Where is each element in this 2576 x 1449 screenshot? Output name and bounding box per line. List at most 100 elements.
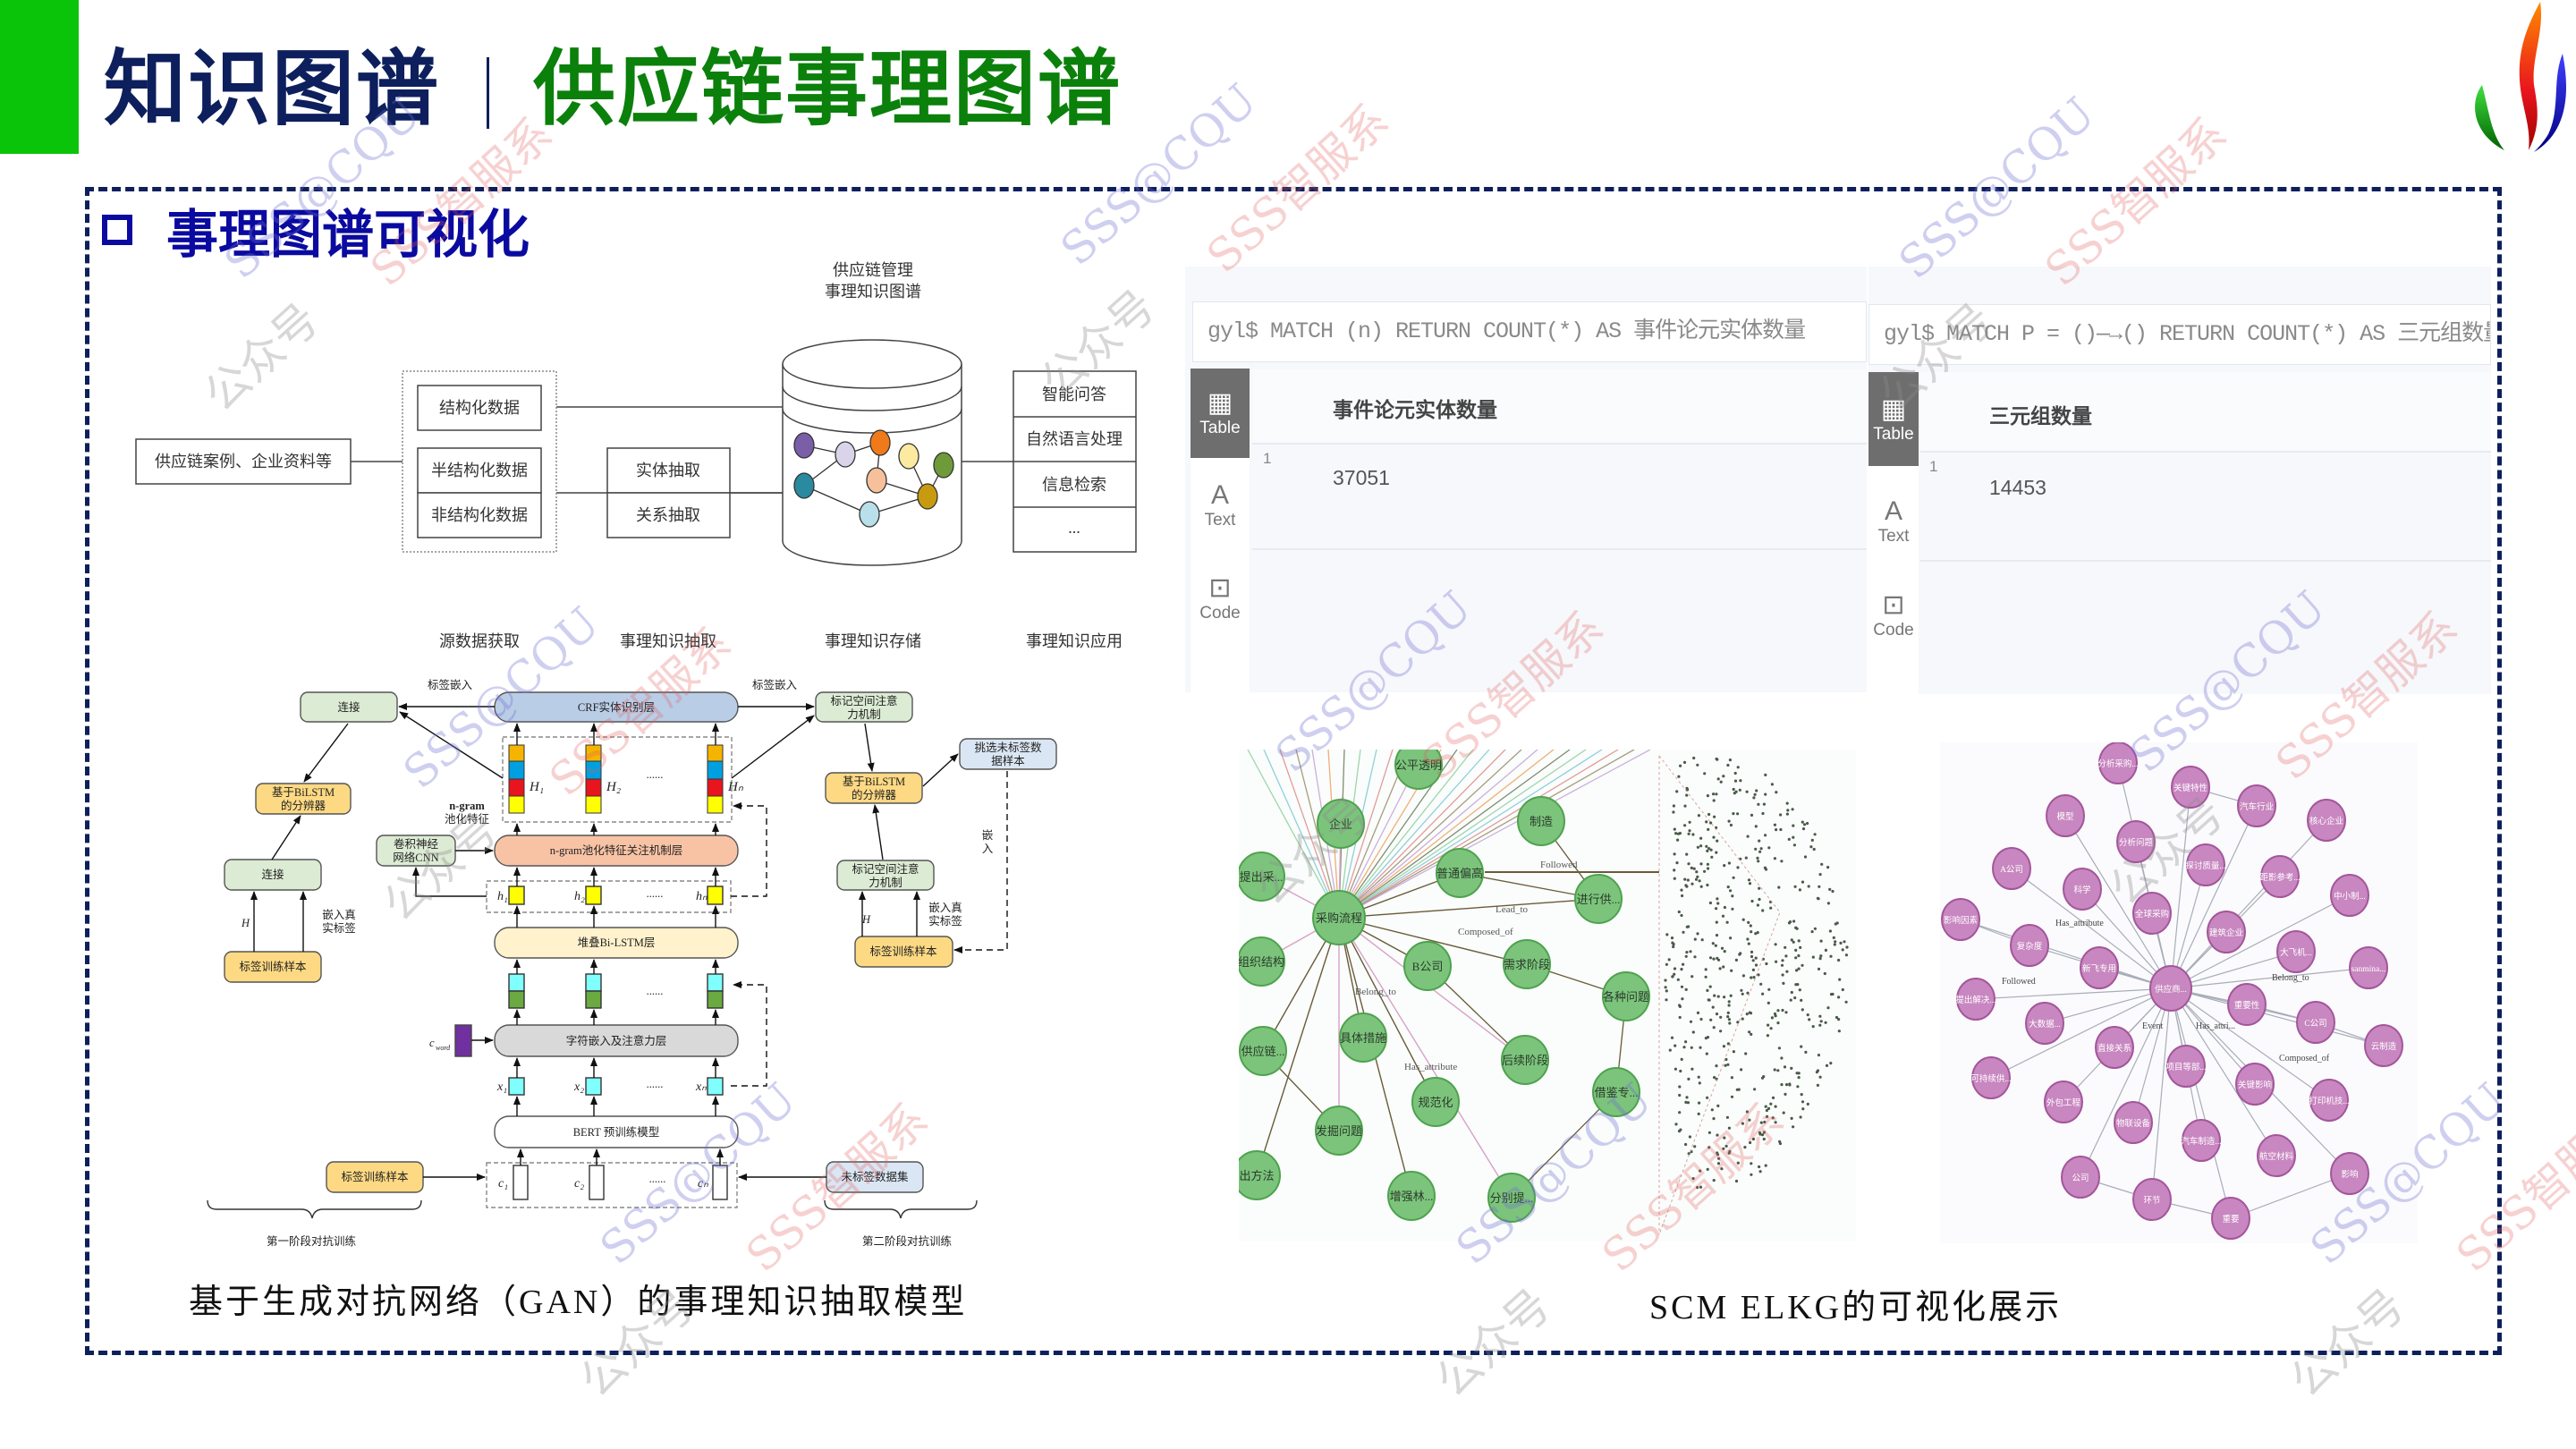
graph-dot bbox=[1705, 820, 1708, 824]
graph-dot bbox=[1677, 775, 1681, 778]
embed-true-label: 嵌入真 bbox=[928, 902, 962, 914]
graph-dot bbox=[1679, 764, 1682, 767]
graph-node: 探讨质量... bbox=[2185, 843, 2226, 886]
graph-dot bbox=[1748, 1118, 1751, 1122]
graph-dot bbox=[1678, 1015, 1682, 1020]
graph-dot bbox=[1765, 1114, 1769, 1118]
hidden-state-segment bbox=[508, 744, 525, 762]
graph-dot bbox=[1816, 1083, 1819, 1087]
c-input-box bbox=[589, 1165, 605, 1200]
graph-dot bbox=[1687, 1077, 1690, 1080]
graph-dot bbox=[1674, 832, 1678, 835]
embed-true-label: 实标签 bbox=[928, 914, 962, 928]
graph-dot bbox=[1703, 869, 1707, 873]
graph-dot bbox=[1774, 943, 1777, 946]
graph-dot bbox=[1747, 920, 1750, 924]
graph-dot bbox=[1771, 1116, 1775, 1120]
graph-dot bbox=[1800, 998, 1803, 1002]
graph-node: 公平透明 bbox=[1394, 750, 1443, 790]
column-header: 三元组数量 bbox=[1989, 405, 2092, 428]
graph-dot bbox=[1780, 1083, 1784, 1087]
graph-dot bbox=[1784, 945, 1787, 949]
edge-label: Composed_of bbox=[2279, 1054, 2330, 1063]
h-vector bbox=[508, 886, 525, 905]
graph-dot bbox=[1684, 1040, 1688, 1044]
graph-dot bbox=[1773, 823, 1776, 826]
h-vector bbox=[585, 886, 602, 905]
H-column-label: Hₙ bbox=[727, 780, 744, 794]
x-vector bbox=[585, 1077, 602, 1096]
graph-dot bbox=[1758, 850, 1762, 853]
node-circle bbox=[2166, 1045, 2206, 1088]
edge-label: Composed_of bbox=[1458, 927, 1513, 937]
tab-label: Table bbox=[1873, 424, 1914, 444]
query-input[interactable]: gyl$ MATCH P = ()—→() RETURN COUNT(*) AS… bbox=[1868, 304, 2491, 365]
graph-dot bbox=[1676, 838, 1680, 842]
graph-edge bbox=[2170, 951, 2297, 989]
graph-edge bbox=[2230, 1173, 2351, 1219]
bullet-square-icon bbox=[102, 215, 132, 245]
query-input[interactable]: gyl$ MATCH (n) RETURN COUNT(*) AS 事件论元实体… bbox=[1192, 301, 1867, 362]
graph-dot bbox=[1734, 958, 1738, 962]
graph-dot bbox=[1709, 821, 1713, 825]
graph-dot bbox=[1686, 878, 1690, 882]
graph-edge bbox=[2011, 868, 2172, 989]
tab-code[interactable]: ⊡Code bbox=[1868, 584, 1919, 647]
graph-dot bbox=[1708, 985, 1712, 988]
input-char-group bbox=[486, 1162, 738, 1208]
graph-edge bbox=[2170, 987, 2277, 1157]
graph-dot bbox=[1675, 861, 1679, 865]
graph-dot bbox=[1770, 783, 1774, 786]
application-label: 智能问答 bbox=[1042, 386, 1106, 403]
graph-dot bbox=[1685, 793, 1689, 797]
graph-dot bbox=[1706, 867, 1710, 870]
graph-edge bbox=[2080, 987, 2172, 1178]
graph-dot bbox=[1712, 1117, 1716, 1121]
node-label: 距影参考... bbox=[2259, 872, 2300, 883]
graph-edge bbox=[1247, 750, 1340, 919]
graph-dot bbox=[1710, 855, 1714, 859]
node-label: 科学 bbox=[2073, 885, 2090, 895]
hidden-state-segment bbox=[707, 778, 724, 797]
tab-table[interactable]: ▦Table bbox=[1191, 369, 1250, 458]
graph-dot bbox=[1776, 1009, 1780, 1013]
node-label: 进行供... bbox=[1577, 893, 1621, 906]
graph-dot bbox=[1741, 974, 1745, 978]
graph-dot bbox=[1818, 1075, 1822, 1079]
graph-edge bbox=[1990, 987, 2172, 1079]
graph-dot bbox=[1706, 1167, 1709, 1171]
node-label: 打印机技... bbox=[2309, 1096, 2349, 1106]
node-circle bbox=[2063, 868, 2102, 911]
graph-dot bbox=[1750, 1032, 1753, 1036]
graph-dot bbox=[1744, 856, 1748, 860]
graph-dot bbox=[1722, 1045, 1725, 1048]
graph-dot bbox=[1794, 983, 1798, 987]
tab-code[interactable]: ⊡Code bbox=[1191, 567, 1250, 630]
graph-dot bbox=[1749, 924, 1752, 928]
graph-dot bbox=[1764, 773, 1767, 777]
box-label: 连接 bbox=[337, 700, 360, 714]
graph-dot bbox=[1707, 847, 1711, 851]
node-circle bbox=[1394, 750, 1443, 790]
graph-node: 全球采购 bbox=[2132, 892, 2172, 935]
node-circle bbox=[2296, 1001, 2335, 1044]
graph-dot bbox=[1754, 932, 1758, 936]
graph-dot bbox=[1718, 967, 1722, 970]
crf-layer: CRF实体识别层 bbox=[494, 691, 739, 723]
node-circle bbox=[2182, 1119, 2221, 1162]
left-figure-caption: 基于生成对抗网络（GAN）的事理知识抽取模型 bbox=[189, 1284, 968, 1321]
tab-table[interactable]: ▦Table bbox=[1868, 372, 1919, 466]
graph-dot bbox=[1676, 978, 1680, 981]
graph-dot bbox=[1739, 779, 1742, 783]
graph-dot bbox=[1758, 1170, 1762, 1174]
graph-dot bbox=[1680, 968, 1683, 971]
layer-label: n-gram池化特征关注机制层 bbox=[550, 843, 683, 857]
cell-value: 14453 bbox=[1989, 476, 2046, 499]
graph-dot bbox=[1719, 1030, 1723, 1033]
data-type-label: 结构化数据 bbox=[439, 399, 520, 417]
graph-dot bbox=[1741, 918, 1745, 921]
graph-node: 大数据... bbox=[2025, 1002, 2064, 1045]
